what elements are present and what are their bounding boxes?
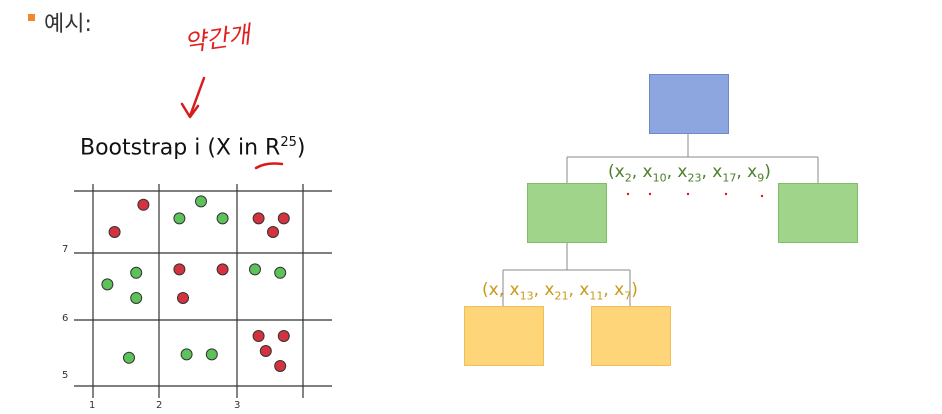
data-point-red <box>259 345 272 357</box>
sample-index: 21 <box>554 289 569 303</box>
data-point-red <box>267 226 279 238</box>
plot-title: Bootstrap i (X in R25) <box>80 135 305 160</box>
label-close: ) <box>631 280 638 300</box>
bullet-marker <box>28 14 35 21</box>
sample-var: x <box>712 162 723 182</box>
y-tick-7: 7 <box>62 244 69 255</box>
plot-title-main: Bootstrap i (X in <box>80 135 266 161</box>
data-point-green <box>173 212 186 225</box>
data-point-green <box>180 348 193 361</box>
left-leaf-node <box>464 306 544 366</box>
handwritten-annotation: 약간개 <box>180 20 255 119</box>
red-dots-annotation <box>626 192 764 198</box>
data-point-red <box>252 330 265 343</box>
left-child-node <box>527 183 607 243</box>
data-point-green <box>130 291 143 304</box>
sample-index: 10 <box>652 171 667 185</box>
data-point-red <box>216 263 229 276</box>
sample-index: 17 <box>722 171 737 185</box>
sample-index: 9 <box>757 171 765 185</box>
data-point-red <box>137 198 150 211</box>
arrow-icon <box>188 76 206 118</box>
sample-index: 11 <box>589 289 604 303</box>
plot-title-r: R <box>265 135 281 161</box>
data-point-green <box>123 351 135 364</box>
y-tick-6: 6 <box>62 313 69 324</box>
label-open: ( <box>608 162 615 182</box>
data-point-red <box>252 212 265 225</box>
sample-var: x <box>579 280 590 300</box>
tree-connectors <box>502 133 819 306</box>
data-point-green <box>274 266 287 279</box>
data-point-red <box>173 263 186 276</box>
data-point-red <box>108 226 121 238</box>
data-point-red <box>177 291 189 304</box>
yellow-sample-label: (x, x13, x21, x11, x7) <box>482 280 638 303</box>
green-sample-label: (x2, x10, x23, x17, x9) <box>608 162 771 185</box>
data-point-red <box>274 359 287 372</box>
sample-index: 23 <box>687 171 702 185</box>
data-point-green <box>101 278 114 291</box>
sample-var: x <box>614 162 625 182</box>
sample-var: x <box>614 280 625 300</box>
data-point-green <box>216 212 229 225</box>
sample-index: 13 <box>519 289 534 303</box>
page-heading: 예시: <box>44 12 92 37</box>
sample-index: 2 <box>624 171 632 185</box>
x-tick-2: 2 <box>156 400 163 411</box>
plot-grid <box>74 184 332 398</box>
data-point-green <box>249 263 261 276</box>
label-close: ) <box>764 162 771 182</box>
data-point-red <box>277 330 290 343</box>
sample-var: x <box>544 280 555 300</box>
sample-index: 7 <box>624 289 632 303</box>
plot-title-sup: 25 <box>280 135 297 150</box>
x-tick-1: 1 <box>89 400 96 411</box>
right-child-node <box>778 183 858 243</box>
data-point-green <box>205 348 218 361</box>
right-leaf-node <box>591 306 671 366</box>
sample-var: x <box>509 280 520 300</box>
arrowhead-icon <box>180 102 200 119</box>
data-point-green <box>195 195 207 208</box>
sample-var: x <box>677 162 688 182</box>
data-point-green <box>130 266 143 279</box>
data-point-red <box>277 212 290 225</box>
root-node <box>649 74 729 134</box>
y-tick-5: 5 <box>62 370 69 381</box>
sample-var: x <box>642 162 653 182</box>
x-tick-3: 3 <box>234 400 241 411</box>
red-underline <box>254 162 284 170</box>
plot-points <box>101 195 290 372</box>
sample-var: x <box>747 162 758 182</box>
plot-title-close: ) <box>296 135 306 161</box>
label-open: (x <box>482 280 499 300</box>
scatter-plot <box>74 184 332 398</box>
